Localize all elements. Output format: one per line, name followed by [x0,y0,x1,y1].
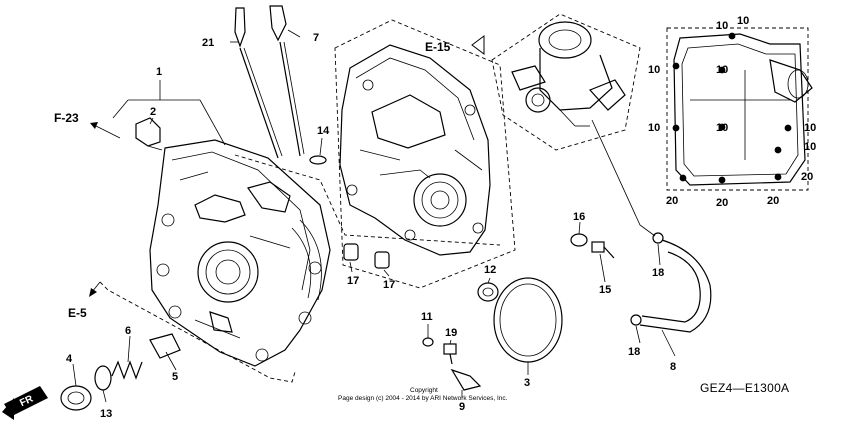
part-label-6: 6 [125,325,131,337]
part-label-9: 9 [459,401,465,413]
copyright-line: Page design (c) 2004 - 2014 by ARI Netwo… [338,395,508,402]
part-label-15: 15 [599,284,611,296]
f23-arrow-icon [90,122,121,139]
reference-e15: E-15 [425,40,451,54]
part-label-7: 7 [313,32,319,44]
sensor-part-2 [135,117,163,151]
dowel-17-left [343,243,359,261]
right-crankcase-half [339,44,491,256]
dipstick-21 [234,7,283,159]
dowel-17-right [374,251,390,269]
part-label-10-mid-lower: 10 [716,122,728,134]
part-label-18-upper: 18 [652,267,664,279]
part-label-16: 16 [573,211,585,223]
oil-screen-5 [149,333,181,359]
sensor-9 [450,368,482,391]
part-label-10-left-lower: 10 [648,122,660,134]
part-label-10-top-right: 10 [737,15,749,27]
clamp-18-upper [652,232,664,244]
o-ring-14 [309,155,327,165]
part-label-19: 19 [445,327,457,339]
part-label-14: 14 [317,125,330,137]
part-label-4: 4 [66,353,73,365]
hose-leader-line [591,119,656,237]
part-label-10-left-upper: 10 [648,64,660,76]
dipstick-7 [269,5,305,157]
washer-16 [570,233,588,247]
bolt-19 [443,343,457,365]
part-label-20-left: 20 [666,195,678,207]
reference-f23: F-23 [54,111,79,125]
part-label-13: 13 [100,408,112,420]
left-crankcase-dashed-frame [99,154,501,383]
part-label-2: 2 [150,106,156,118]
right-crankcase-dashed-frame [334,19,516,289]
carburetor [511,21,626,127]
clamp-18-lower [630,314,642,326]
front-direction-arrow-icon: FR [2,386,48,420]
part-1-bracket [112,80,226,146]
part-label-18-lower: 18 [628,346,640,358]
e5-arrow-icon [89,281,101,297]
gasket-3 [493,277,563,363]
bolt-15 [591,241,615,259]
part-label-20-mid: 20 [716,197,728,209]
leader-lines [72,29,676,403]
copyright-title: Copyright [410,387,438,394]
part-label-10-top: 10 [716,20,728,32]
part-label-17-right: 17 [383,279,395,291]
diagram-code: GEZ4—E1300A [700,381,789,395]
spring-6 [111,360,143,380]
part-label-5: 5 [172,371,178,383]
oil-seal-12 [477,282,499,302]
part-label-10-mid-upper: 10 [716,64,728,76]
part-label-12: 12 [484,264,496,276]
drain-plug-4 [60,385,92,411]
left-crankcase-half [149,139,331,367]
part-label-10-right-lower: 10 [804,141,816,153]
carburetor-dashed-frame [491,13,641,151]
part-label-3: 3 [524,377,530,389]
reference-e5: E-5 [68,306,87,320]
hose-8 [639,239,712,333]
part-label-21: 21 [202,37,214,49]
part-label-1: 1 [156,66,162,78]
part-label-11: 11 [421,311,433,323]
o-ring-13 [94,365,112,391]
front-arrow-label: FR [18,393,35,409]
cover-dashed-frame [666,27,809,191]
e15-arrow-icon [471,35,485,55]
side-cover [672,32,813,186]
part-label-17-left: 17 [347,275,359,287]
washer-11 [422,337,434,347]
part-label-20-right: 20 [767,195,779,207]
part-label-10-right-upper: 10 [804,122,816,134]
part-label-20-far-right: 20 [801,171,813,183]
part-label-8: 8 [670,361,676,373]
